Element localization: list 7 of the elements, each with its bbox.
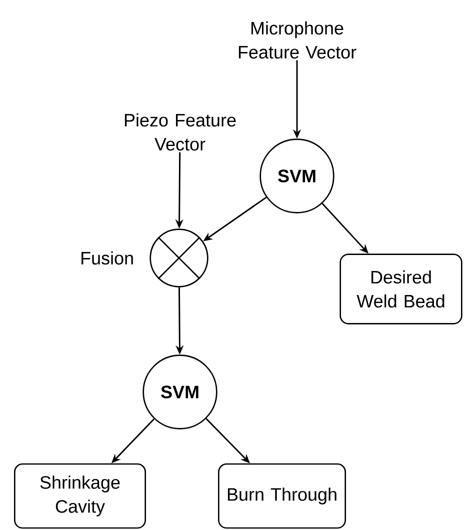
label-text: Piezo Feature Vector [124, 113, 236, 151]
fusion-symbol [150, 228, 208, 288]
result-box: Shrinkage Cavity [14, 463, 146, 529]
result-box: Desired Weld Bead [340, 254, 462, 324]
result-box: Burn Through [218, 463, 346, 529]
label-text: Microphone Feature Vector [238, 21, 356, 59]
side-label: Fusion [82, 251, 133, 265]
